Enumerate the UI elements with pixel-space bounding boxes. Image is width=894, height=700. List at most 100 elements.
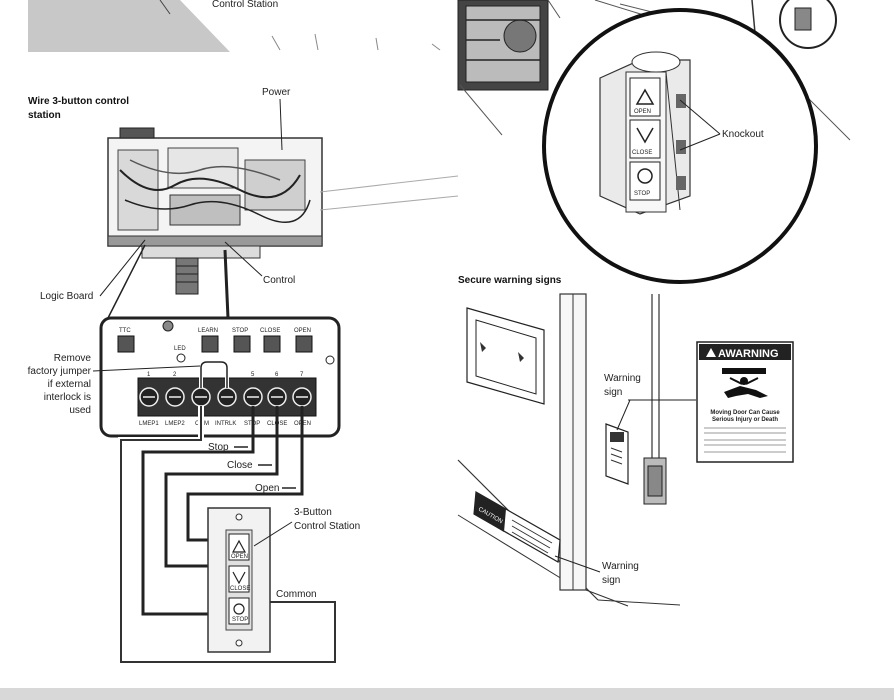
zoom-guide-1: [319, 175, 459, 193]
warning-text-line1: Moving Door Can Cause: [710, 410, 780, 416]
led-icon: [176, 353, 186, 363]
wire-section-title-line1: Wire 3-button control: [28, 96, 129, 107]
page-bottom-edge: [0, 688, 894, 700]
station-label-line2: Control Station: [294, 521, 360, 532]
terminal-2-label: LMEP2: [165, 421, 185, 427]
wire-stop: [141, 406, 255, 616]
top-tick-2: [314, 33, 319, 51]
top-tick-4: [431, 43, 441, 51]
garage-door-drawing: [457, 293, 681, 607]
zoom-open-label: OPEN: [634, 109, 651, 115]
small-zoom-circle: [779, 0, 837, 49]
jumper-note-line3: if external: [48, 379, 91, 390]
wire-common-label: Common: [276, 589, 317, 600]
callout-control-leader: [224, 241, 263, 277]
warning-sign-label-line2: sign: [604, 387, 622, 398]
warning-triangle-icon: [706, 348, 716, 357]
top-detail-line: [159, 0, 171, 15]
terminal-1-number: 1: [147, 372, 151, 378]
station-open-button[interactable]: OPEN: [228, 533, 250, 561]
board-button-ttc-label: TTC: [119, 328, 131, 334]
close-arrow-icon: [232, 571, 246, 585]
zoom-line-left: [107, 244, 146, 319]
warning-section-title: Secure warning signs: [458, 275, 562, 286]
station-close-label: CLOSE: [230, 586, 250, 592]
knockout-label: Knockout: [722, 129, 764, 140]
callout-power: Power: [262, 87, 291, 98]
zoom-stop-circle-icon: [637, 168, 653, 184]
board-button-close-label: CLOSE: [260, 328, 280, 334]
station-label-line1: 3-Button: [294, 507, 332, 518]
large-warning-sign: AWARNING Moving Door Can Cause Serious I…: [696, 341, 794, 463]
callout-logic-board: Logic Board: [40, 291, 93, 302]
top-tick-1: [271, 35, 281, 51]
zoom-line-right: [223, 249, 230, 319]
zoom-close-button[interactable]: CLOSE: [629, 119, 661, 159]
board-right-indicator-icon: [325, 355, 335, 365]
wire-close-label: Close: [227, 460, 253, 471]
terminal-2[interactable]: 2 LMEP2: [165, 372, 185, 427]
board-button-ttc[interactable]: TTC: [117, 328, 135, 353]
board-button-open[interactable]: OPEN: [294, 328, 313, 353]
jumper-note-line5: used: [69, 405, 91, 416]
wire-section-title-line2: station: [28, 110, 61, 121]
wall-warning-sign: [605, 423, 629, 485]
board-screw-icon: [162, 320, 174, 332]
wire-open-label: Open: [255, 483, 279, 494]
station-screw-top-icon: [235, 513, 243, 521]
board-button-open-label: OPEN: [294, 328, 311, 334]
warning-sign2-label-line1: Warning: [602, 561, 639, 572]
floor-area-shape: [28, 0, 230, 52]
warning-sign2-label-line2: sign: [602, 575, 620, 586]
board-button-stop-label: STOP: [232, 328, 248, 334]
knockout-leader-1: [679, 99, 721, 135]
board-button-learn-label: LEARN: [198, 328, 218, 334]
wire-open: [186, 406, 304, 542]
led-label: LED: [174, 346, 186, 352]
board-button-learn[interactable]: LEARN: [198, 328, 219, 353]
stop-circle-icon: [233, 603, 245, 615]
warning-sign-leader: [616, 399, 631, 431]
factory-jumper: [200, 361, 228, 388]
terminal-7-number: 7: [300, 372, 304, 378]
station-open-label: OPEN: [231, 554, 248, 560]
board-button-close[interactable]: CLOSE: [260, 328, 281, 353]
terminal-2-number: 2: [173, 372, 177, 378]
board-button-stop[interactable]: STOP: [232, 328, 251, 353]
terminal-5-number: 5: [251, 372, 255, 378]
callout-power-leader: [279, 98, 283, 151]
jumper-note-line2: factory jumper: [28, 366, 92, 377]
station-screw-bottom-icon: [235, 639, 243, 647]
open-arrow-icon: [231, 539, 247, 553]
jumper-note-leader: [92, 365, 201, 372]
warning-sign-label-line1: Warning: [604, 373, 641, 384]
terminal-4-label: INTRLK: [215, 421, 236, 427]
zoom-stop-button[interactable]: STOP: [629, 161, 661, 201]
warning-text-line2: Serious Injury or Death: [712, 417, 778, 423]
wire-close: [164, 406, 279, 568]
zoom-close-label: CLOSE: [632, 150, 652, 156]
terminal-6-number: 6: [275, 372, 279, 378]
zoom-guide-2: [319, 195, 459, 211]
station-stop-label: STOP: [232, 617, 248, 623]
jumper-note-line4: interlock is: [44, 392, 91, 403]
top-label: Control Station: [212, 0, 278, 10]
crushed-person-icon: [722, 368, 768, 398]
zoom-open-button[interactable]: OPEN: [629, 77, 661, 117]
callout-logic-board-leader: [99, 239, 146, 297]
jumper-note: Remove factory jumper if external interl…: [28, 353, 92, 416]
jumper-note-line1: Remove: [54, 353, 92, 364]
top-tick-3: [375, 37, 379, 51]
wire-stop-label: Stop: [208, 442, 229, 453]
station-stop-button[interactable]: STOP: [228, 597, 250, 625]
terminal-1-label: LMEP1: [139, 421, 159, 427]
knockout-leader-2: [679, 133, 721, 151]
station-label-leader: [253, 521, 293, 547]
terminal-1[interactable]: 1 LMEP1: [139, 372, 159, 427]
zoom-stop-label: STOP: [634, 191, 650, 197]
station-close-button[interactable]: CLOSE: [228, 565, 250, 593]
wire-common: [120, 406, 336, 663]
zoom-open-arrow-icon: [635, 88, 655, 105]
warning-sign2-leader: [554, 555, 601, 573]
